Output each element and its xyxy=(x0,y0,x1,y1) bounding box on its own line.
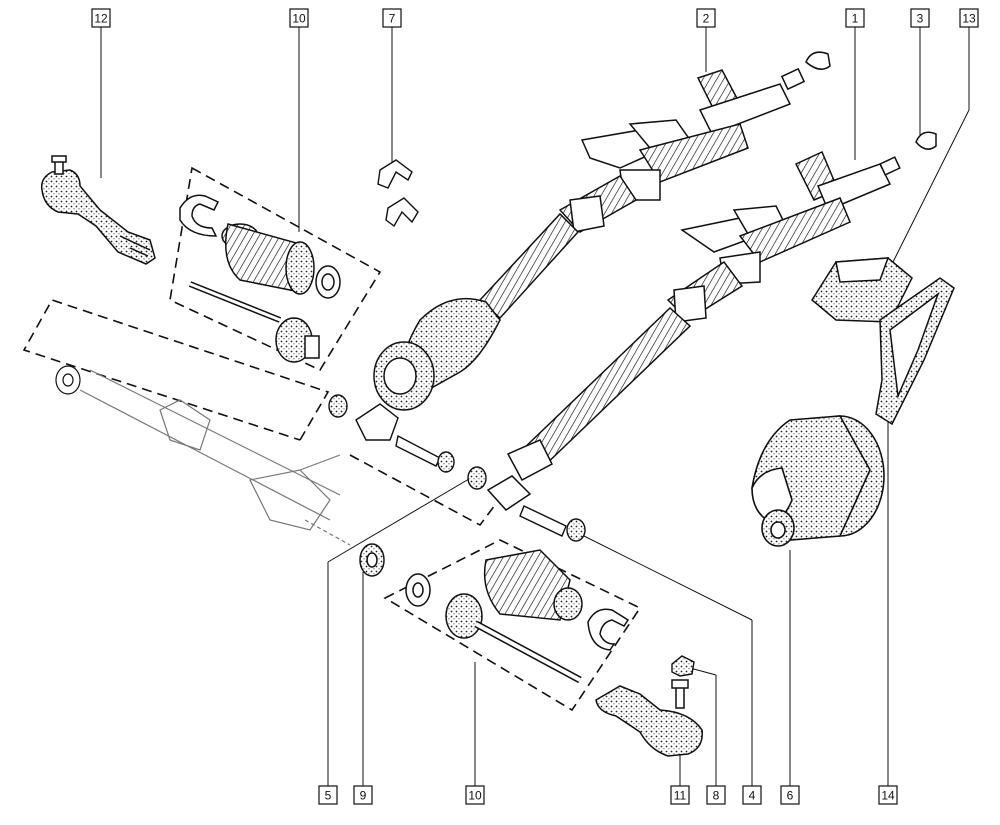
steering-column-upper xyxy=(373,51,831,411)
inner-kit-outline-upper xyxy=(169,166,382,372)
nut xyxy=(671,655,695,677)
callout-label: 2 xyxy=(703,12,710,26)
inner-boot-kit-lower xyxy=(405,549,630,684)
callout-box xyxy=(910,8,930,28)
callout-7: 7 xyxy=(382,8,402,28)
u-joint-upper xyxy=(355,403,399,441)
dashed-group-outlines xyxy=(22,166,642,712)
bush-5 xyxy=(467,466,487,490)
callout-box xyxy=(706,785,726,805)
outer-kit-outline-lower xyxy=(383,539,642,712)
rack-housing-outline xyxy=(22,299,330,441)
callout-label: 12 xyxy=(94,12,108,26)
callout-label: 10 xyxy=(468,789,482,803)
callout-label: 9 xyxy=(360,789,367,803)
leader-lines xyxy=(100,27,970,786)
callout-10: 10 xyxy=(465,785,485,805)
callout-label: 8 xyxy=(713,789,720,803)
callout-label: 14 xyxy=(881,789,895,803)
callout-label: 7 xyxy=(389,12,396,26)
callout-3: 3 xyxy=(910,8,930,28)
tie-rod-end-right xyxy=(595,679,703,757)
callout-box xyxy=(670,785,690,805)
callout-9: 9 xyxy=(353,785,373,805)
callouts-bottom: 5 9 10 11 8 4 6 14 xyxy=(318,785,898,805)
callout-1: 1 xyxy=(845,8,865,28)
callout-label: 6 xyxy=(787,789,794,803)
bulkhead-gaiter xyxy=(751,415,885,547)
callout-box xyxy=(465,785,485,805)
callout-4: 4 xyxy=(742,785,762,805)
callout-11: 11 xyxy=(670,785,690,805)
callout-label: 1 xyxy=(852,12,859,26)
bush-left xyxy=(328,394,348,418)
tie-rod-end-left xyxy=(40,155,156,265)
callout-6: 6 xyxy=(780,785,800,805)
lock-washer xyxy=(359,543,385,577)
clips xyxy=(377,159,419,228)
callout-13: 13 xyxy=(959,8,979,28)
callout-10: 10 xyxy=(289,8,309,28)
callout-box xyxy=(318,785,338,805)
callout-box xyxy=(382,8,402,28)
steering-column-lower xyxy=(486,131,937,511)
callout-label: 5 xyxy=(325,789,332,803)
callout-box xyxy=(353,785,373,805)
callout-label: 4 xyxy=(749,789,756,803)
callout-box xyxy=(845,8,865,28)
callout-box xyxy=(91,8,111,28)
callout-8: 8 xyxy=(706,785,726,805)
callout-box xyxy=(742,785,762,805)
callout-2: 2 xyxy=(696,8,716,28)
callout-label: 11 xyxy=(674,789,687,803)
cover-plate xyxy=(875,277,955,426)
rack-housing-outline-lower xyxy=(349,454,496,527)
callout-label: 10 xyxy=(292,12,306,26)
callout-5: 5 xyxy=(318,785,338,805)
inner-boot-kit-upper xyxy=(179,194,341,363)
mounting-bracket xyxy=(811,257,913,323)
callout-box xyxy=(878,785,898,805)
callout-14: 14 xyxy=(878,785,898,805)
steering-rack-housing xyxy=(55,365,351,546)
bolt-lower xyxy=(519,505,586,542)
callout-label: 13 xyxy=(962,12,976,26)
callout-box xyxy=(696,8,716,28)
callout-box xyxy=(780,785,800,805)
callout-label: 3 xyxy=(917,12,924,26)
callout-12: 12 xyxy=(91,8,111,28)
bolt-upper xyxy=(395,434,455,473)
callout-box xyxy=(289,8,309,28)
callout-box xyxy=(959,8,979,28)
